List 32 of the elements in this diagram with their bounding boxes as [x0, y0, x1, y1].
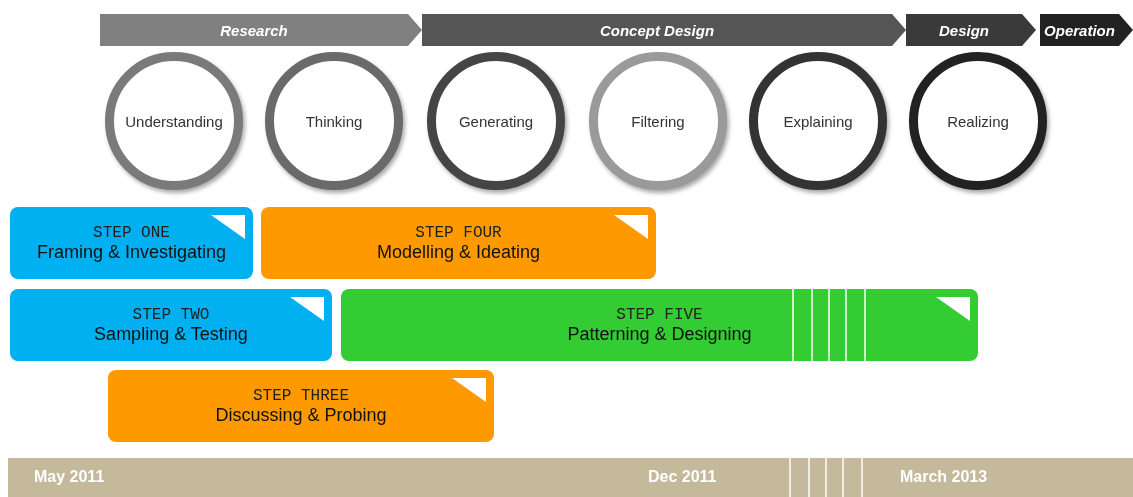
stage-label: Generating — [458, 112, 534, 130]
stage-label: Realizing — [947, 112, 1009, 130]
step-box — [108, 370, 494, 442]
step-number: STEP FIVE — [616, 305, 703, 324]
step-title: Sampling & Testing — [94, 323, 248, 345]
stage-label: Thinking — [305, 112, 363, 130]
step-title: Modelling & Ideating — [376, 241, 541, 263]
step-number: STEP TWO — [132, 305, 210, 324]
step-title: Framing & Investigating — [36, 241, 227, 263]
phase-band — [906, 14, 1036, 46]
date-label: Dec 2011 — [648, 468, 717, 486]
step-box — [261, 207, 656, 279]
step-number: STEP ONE — [93, 223, 170, 242]
step-box — [341, 289, 978, 361]
step-box — [10, 289, 332, 361]
date-label: March 2013 — [900, 468, 988, 486]
step-number: STEP FOUR — [415, 223, 502, 242]
phase-label: Operation — [1044, 21, 1115, 39]
stage-label: Filtering — [631, 112, 685, 130]
phase-label: Concept Design — [599, 21, 715, 39]
step-title: Discussing & Probing — [215, 404, 387, 426]
phase-band — [422, 14, 906, 46]
step-title: Patterning & Designing — [567, 323, 752, 345]
stage-label: Understanding — [125, 112, 223, 130]
step-box — [10, 207, 253, 279]
phase-label: Research — [220, 21, 288, 39]
stage-label: Explaining — [783, 112, 853, 130]
phase-label: Design — [939, 21, 989, 39]
phase-band — [1040, 14, 1133, 46]
step-number: STEP THREE — [253, 386, 349, 405]
phase-band — [100, 14, 422, 46]
date-label: May 2011 — [34, 468, 105, 486]
